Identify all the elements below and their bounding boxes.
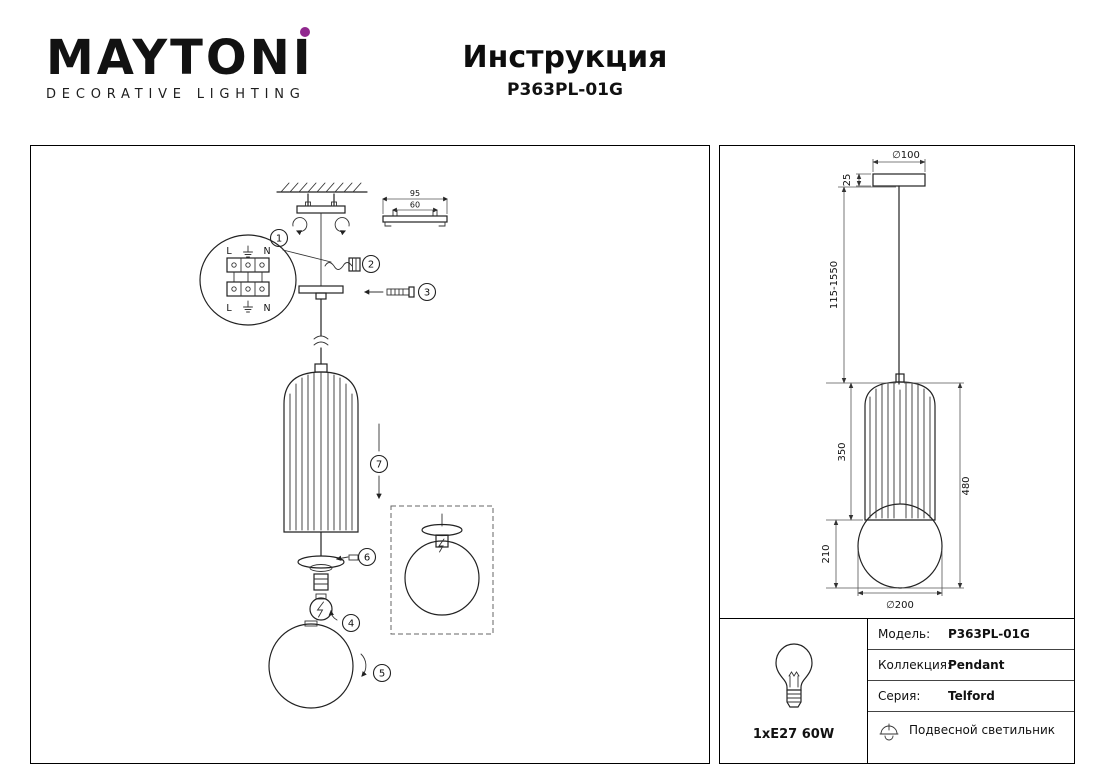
brand-name: MAYTONI <box>46 27 314 82</box>
step-7-number: 7 <box>376 460 382 471</box>
terminal-n-label-top: N <box>263 246 270 257</box>
socket-and-bulb: 4 <box>309 573 361 633</box>
wire-connection: 2 <box>324 254 381 274</box>
model-value: P363PL-01G <box>948 627 1030 641</box>
step-6-number: 6 <box>364 553 370 564</box>
series-value: Telford <box>948 689 995 703</box>
cable-break-symbol <box>313 335 329 346</box>
bracket-outer-dim-label: 95 <box>410 189 420 198</box>
bolt-icon <box>316 601 324 618</box>
series-label: Серия: <box>878 689 921 703</box>
step-7-slide: 7 <box>369 423 389 500</box>
lamp-spec-cell: 1xE27 60W <box>720 619 868 763</box>
model-number: P363PL-01G <box>507 80 623 100</box>
detail-leader-line <box>282 249 332 263</box>
ceiling-hatch <box>276 182 368 193</box>
ground-icon <box>243 245 253 258</box>
terminal-l-label-bottom: L <box>226 303 232 314</box>
dimension-suspension-length: 115-1550 <box>826 186 896 384</box>
step-4-number: 4 <box>348 619 354 630</box>
canopy-height-label: 25 <box>842 174 853 187</box>
bracket-dimension-view: 95 60 <box>382 189 448 227</box>
canopy <box>298 212 344 365</box>
terminal-l-label-top: L <box>226 246 232 257</box>
dimension-total-height: 480 <box>902 382 972 589</box>
collection-value: Pendant <box>948 658 1005 672</box>
product-info-table: Модель: P363PL-01G Коллекция: Pendant Се… <box>868 619 1074 763</box>
assembly-panel: 1 95 60 L N <box>30 145 710 764</box>
pendant-side-view <box>857 173 943 589</box>
assembly-diagram: 1 95 60 L N <box>199 182 494 709</box>
brand-dot-icon <box>299 27 310 37</box>
brand-tagline: DECORATIVE LIGHTING <box>46 87 306 102</box>
product-info-panel: 1xE27 60W Модель: P363PL-01G Коллекция: … <box>719 618 1075 764</box>
sphere-section-height-label: 210 <box>821 544 832 563</box>
wiring-detail: L N L N <box>199 234 297 326</box>
step-2-number: 2 <box>368 260 374 271</box>
ground-icon <box>243 300 253 313</box>
suspension-length-label: 115-1550 <box>829 261 840 309</box>
canopy-diameter-label: ∅100 <box>892 150 920 161</box>
cage-shade <box>283 363 359 533</box>
document-header: Инструкция P363PL-01G <box>405 40 725 100</box>
glass-sphere: 5 <box>268 620 392 709</box>
page-title: Инструкция <box>462 40 668 75</box>
dimension-sphere-diameter: ∅200 <box>857 550 943 611</box>
mount-disc: 6 <box>297 531 377 572</box>
assembled-detail-inset <box>390 505 494 635</box>
total-height-label: 480 <box>961 476 972 495</box>
step-3-number: 3 <box>424 288 430 299</box>
model-label: Модель: <box>878 627 931 641</box>
maytoni-logo: MAYTONI DECORATIVE LIGHTING <box>46 27 314 102</box>
sphere-diameter-label: ∅200 <box>886 600 914 611</box>
bulb-icon <box>774 643 813 708</box>
collection-label: Коллекция: <box>878 658 952 672</box>
pendant-lamp-icon <box>879 723 899 741</box>
product-type-row: Подвесной светильник <box>868 712 1074 763</box>
table-row-model: Модель: P363PL-01G <box>868 619 1074 650</box>
dimension-canopy-diameter: ∅100 <box>872 150 926 172</box>
lamp-spec-label: 1xE27 60W <box>752 727 835 742</box>
step-1-number: 1 <box>276 234 282 245</box>
brand-text: MAYTONI <box>46 30 314 86</box>
dimension-drawing: ∅100 25 115-1550 350 210 <box>821 150 972 611</box>
dimension-shade-height: 350 <box>826 382 863 521</box>
dimensions-panel: ∅100 25 115-1550 350 210 <box>719 145 1075 619</box>
table-row-collection: Коллекция: Pendant <box>868 650 1074 681</box>
terminal-n-label-bottom: N <box>263 303 270 314</box>
table-row-series: Серия: Telford <box>868 681 1074 712</box>
product-type-label: Подвесной светильник <box>909 723 1055 737</box>
bolt-icon <box>438 538 445 553</box>
canopy-screw: 3 <box>363 282 437 302</box>
step-5-number: 5 <box>379 669 385 680</box>
shade-height-label: 350 <box>837 442 848 461</box>
bracket-inner-dim-label: 60 <box>410 201 420 210</box>
step-1-badge: 1 <box>269 228 289 248</box>
dimension-canopy-height: 25 <box>842 173 871 187</box>
dimension-sphere-section-height: 210 <box>821 519 898 589</box>
